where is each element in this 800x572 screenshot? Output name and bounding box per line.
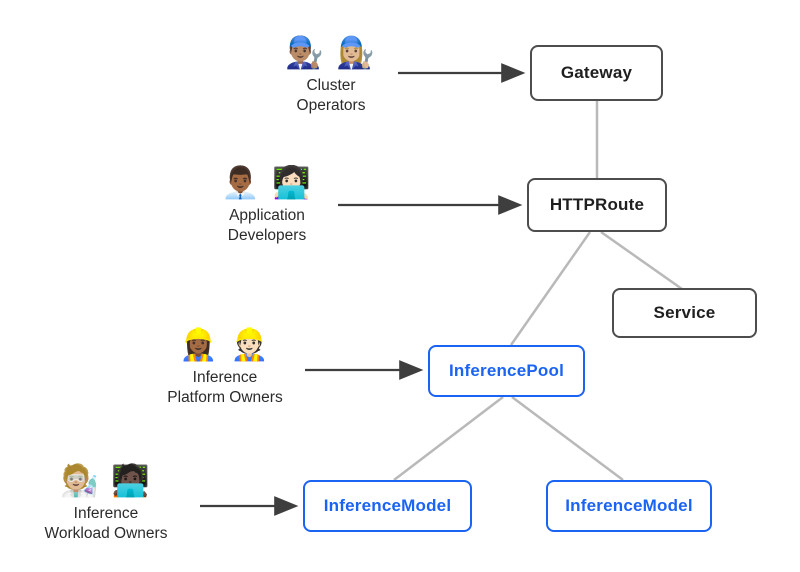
node-inferencemodel-right-label: InferenceModel — [565, 496, 693, 515]
actor-label-line2: Operators — [296, 97, 366, 114]
actor-inference-workload-owners: 🧑🏼‍🔬 🧑🏿‍💻 Inference Workload Owners — [12, 460, 200, 544]
node-gateway: Gateway — [530, 45, 663, 101]
actor-label-line1: Inference — [192, 369, 258, 386]
actor-label-line1: Application — [229, 207, 305, 224]
node-service: Service — [612, 288, 757, 338]
node-inferencepool: InferencePool — [428, 345, 585, 397]
node-gateway-label: Gateway — [560, 63, 633, 82]
actor-label: Application Developers — [187, 206, 347, 246]
mechanic-emoji-pair-icon: 👨🏽‍🔧 👩🏼‍🔧 — [285, 35, 377, 70]
node-httproute: HTTPRoute — [527, 178, 667, 232]
actor-label-line1: Inference — [73, 505, 139, 522]
node-inferencemodel-left-label: InferenceModel — [323, 496, 452, 515]
edge-httproute-inferencepool — [509, 231, 592, 346]
actor-label: Cluster Operators — [251, 76, 411, 116]
edge-inferencepool-inferencemodel-left — [393, 396, 504, 481]
actor-label-line2: Workload Owners — [44, 525, 168, 542]
actor-inference-platform-owners: 👷🏾‍♀️ 👷🏻 Inference Platform Owners — [130, 324, 320, 408]
actor-label: Inference Workload Owners — [12, 504, 200, 544]
scientist-and-technologist-emoji-pair-icon: 🧑🏼‍🔬 🧑🏿‍💻 — [60, 463, 152, 498]
edge-inferencepool-inferencemodel-right — [511, 395, 624, 482]
edge-httproute-service — [600, 230, 683, 291]
node-inferencepool-label: InferencePool — [448, 361, 565, 380]
actor-application-developers: 👨🏾‍💼 👩🏻‍💻 Application Developers — [187, 162, 347, 246]
node-service-label: Service — [653, 303, 716, 322]
actor-label-line1: Cluster — [306, 77, 356, 94]
actor-cluster-operators: 👨🏽‍🔧 👩🏼‍🔧 Cluster Operators — [251, 32, 411, 116]
office-worker-and-technologist-emoji-pair-icon: 👨🏾‍💼 👩🏻‍💻 — [221, 165, 313, 200]
construction-worker-emoji-pair-icon: 👷🏾‍♀️ 👷🏻 — [179, 327, 271, 362]
actor-label: Inference Platform Owners — [130, 368, 320, 408]
node-inferencemodel-right: InferenceModel — [546, 480, 712, 532]
actor-label-line2: Developers — [227, 227, 307, 244]
node-inferencemodel-left: InferenceModel — [303, 480, 472, 532]
actor-label-line2: Platform Owners — [167, 389, 283, 406]
node-httproute-label: HTTPRoute — [549, 195, 645, 214]
